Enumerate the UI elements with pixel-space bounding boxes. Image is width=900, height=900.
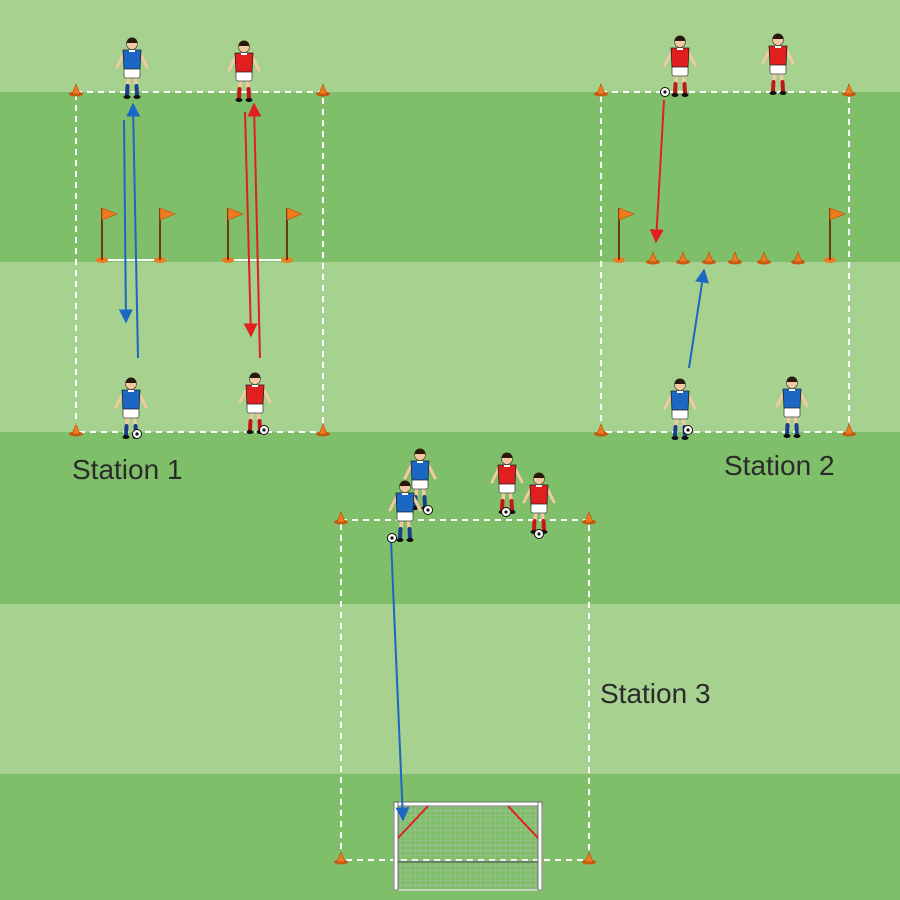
pass-arrow-icon [649, 99, 665, 244]
cone-icon [334, 851, 348, 865]
cone-icon [594, 83, 608, 97]
blue-player-icon [403, 448, 437, 510]
pass-arrow-icon [247, 102, 262, 359]
ball-icon [660, 87, 670, 97]
cone-icon [842, 423, 856, 437]
station-1-area [75, 91, 324, 433]
pass-arrow-icon [390, 539, 410, 822]
red-player-icon [522, 472, 556, 534]
corner-flag-icon [824, 207, 846, 263]
cone-icon [728, 251, 742, 265]
corner-flag-icon [154, 207, 176, 263]
ball-icon [501, 507, 511, 517]
cone-icon [646, 251, 660, 265]
ball-icon [683, 425, 693, 435]
cone-icon [69, 423, 83, 437]
flags-layer [96, 207, 846, 263]
cone-icon [702, 251, 716, 265]
grass-stripe [0, 604, 900, 774]
ball-icon [259, 425, 269, 435]
blue-player-icon [775, 376, 809, 438]
ball-icon [423, 505, 433, 515]
pass-arrow-icon [688, 268, 710, 369]
pass-arrows [118, 99, 710, 822]
cone-icon [594, 423, 608, 437]
red-player-icon [490, 452, 524, 514]
grass-stripe [0, 432, 900, 604]
balls-layer [132, 87, 693, 543]
cone-icon [842, 83, 856, 97]
players-layer [114, 33, 809, 542]
pass-arrow-icon [126, 102, 141, 359]
grass-stripe [0, 0, 900, 92]
cone-icon [582, 511, 596, 525]
grass-stripe [0, 92, 900, 262]
station-boundaries [75, 91, 850, 861]
corner-flag-icon [281, 207, 303, 263]
blue-player-icon [388, 480, 422, 542]
cone-icon [334, 511, 348, 525]
station-2-label: Station 2 [724, 450, 835, 481]
ball-icon [387, 533, 397, 543]
cone-icon [676, 251, 690, 265]
cone-icon [757, 251, 771, 265]
red-player-icon [761, 33, 795, 95]
cone-icon [582, 851, 596, 865]
corner-flag-icon [222, 207, 244, 263]
blue-player-icon [114, 377, 148, 439]
pass-arrow-icon [243, 111, 258, 338]
cone-icon [791, 251, 805, 265]
cones-layer [69, 83, 856, 865]
goal-icon [393, 801, 543, 891]
ball-icon [534, 529, 544, 539]
corner-flag-icon [96, 207, 118, 263]
red-player-icon [227, 40, 261, 102]
station-3-area [340, 519, 590, 861]
ball-icon [132, 429, 142, 439]
blue-player-icon [115, 37, 149, 99]
station-1-label: Station 1 [72, 454, 183, 485]
cone-icon [316, 423, 330, 437]
cone-icon [316, 83, 330, 97]
station-3-label: Station 3 [600, 678, 711, 709]
cone-icon [69, 83, 83, 97]
corner-flag-icon [613, 207, 635, 263]
pass-arrow-icon [118, 119, 133, 324]
red-player-icon [663, 35, 697, 97]
station-2-area [600, 91, 850, 433]
grass-stripe [0, 262, 900, 432]
